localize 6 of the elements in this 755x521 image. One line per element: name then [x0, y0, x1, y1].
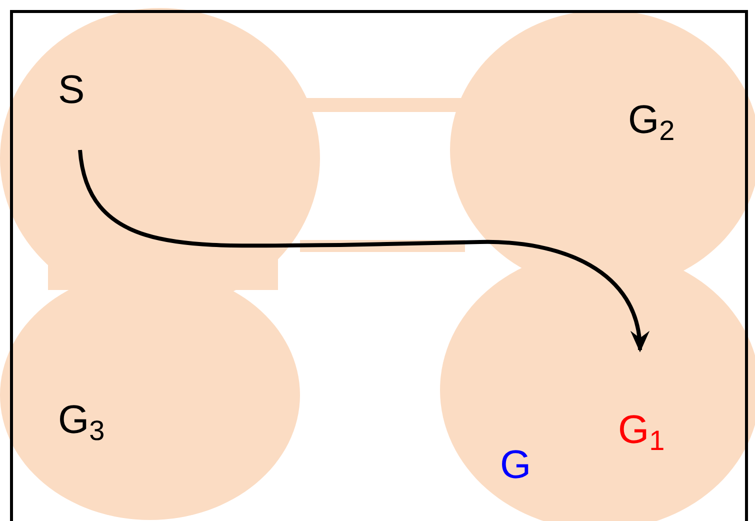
node-label: G$_{1}$ [618, 410, 666, 450]
node-label: G$_{3}$ [58, 400, 106, 440]
node-label: S [58, 70, 86, 110]
arrow [78, 150, 648, 352]
node-label: G$_{2}$ [628, 100, 676, 140]
node-label: G [500, 445, 532, 485]
